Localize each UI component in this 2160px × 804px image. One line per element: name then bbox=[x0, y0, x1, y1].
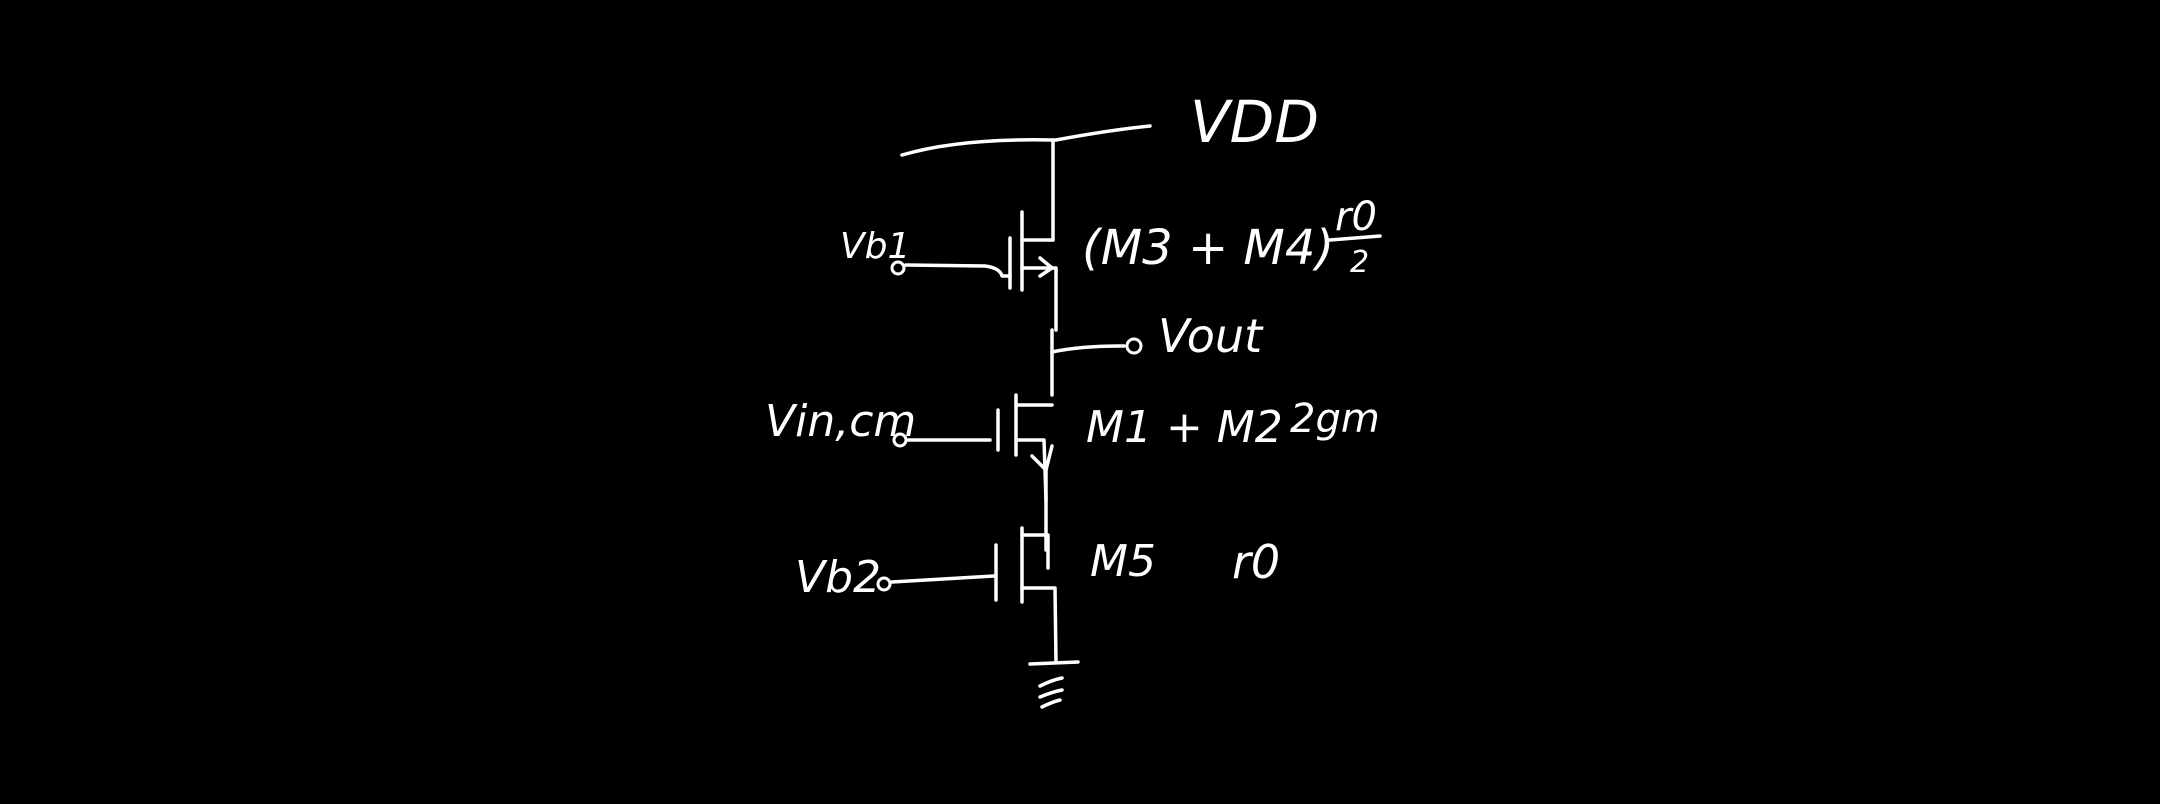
load-param-label: r0 bbox=[1335, 194, 1377, 240]
tail-gate-terminal bbox=[876, 576, 892, 592]
load-arrow bbox=[1038, 256, 1054, 278]
input-gate-label: Vin,cm bbox=[765, 396, 916, 447]
load-fraction-bar bbox=[1328, 234, 1382, 242]
tail-gate-wire bbox=[890, 574, 996, 584]
tail-drain-lead bbox=[1020, 533, 1050, 570]
tail-transistor bbox=[994, 526, 1058, 664]
input-name-label: M1 + M2 bbox=[1086, 402, 1283, 453]
load-gate-label: Vb1 bbox=[840, 226, 910, 267]
input-transistor bbox=[996, 393, 1054, 502]
tail-gate-label: Vb2 bbox=[795, 552, 881, 603]
ground-bar-3 bbox=[1038, 688, 1064, 699]
load-name-label: (M3 + M4) bbox=[1082, 220, 1334, 276]
tail-name-label: M5 bbox=[1090, 536, 1156, 587]
vdd-rail bbox=[900, 124, 1152, 157]
tail-param-label: r0 bbox=[1232, 535, 1280, 589]
output-tap-wire bbox=[1050, 344, 1126, 354]
output-label: Vout bbox=[1158, 309, 1264, 363]
ground-bar-2 bbox=[1038, 676, 1064, 688]
load-param-sub: 2 bbox=[1350, 245, 1369, 280]
load-transistor bbox=[1008, 210, 1058, 332]
vdd-label: VDD bbox=[1190, 88, 1319, 156]
ground-bar-1 bbox=[1028, 660, 1080, 666]
load-gate-terminal bbox=[890, 260, 906, 276]
tail-source-lead bbox=[1020, 586, 1058, 664]
input-arrow bbox=[1030, 444, 1054, 472]
load-gate-wire bbox=[904, 263, 1012, 278]
ground-symbol bbox=[1028, 660, 1080, 709]
ground-bar-4 bbox=[1040, 698, 1062, 709]
input-param-label: 2gm bbox=[1290, 396, 1380, 442]
input-source-lead bbox=[1014, 438, 1048, 502]
output-terminal bbox=[1125, 337, 1143, 355]
load-source-lead bbox=[1020, 266, 1058, 332]
input-gate-terminal bbox=[892, 432, 908, 448]
